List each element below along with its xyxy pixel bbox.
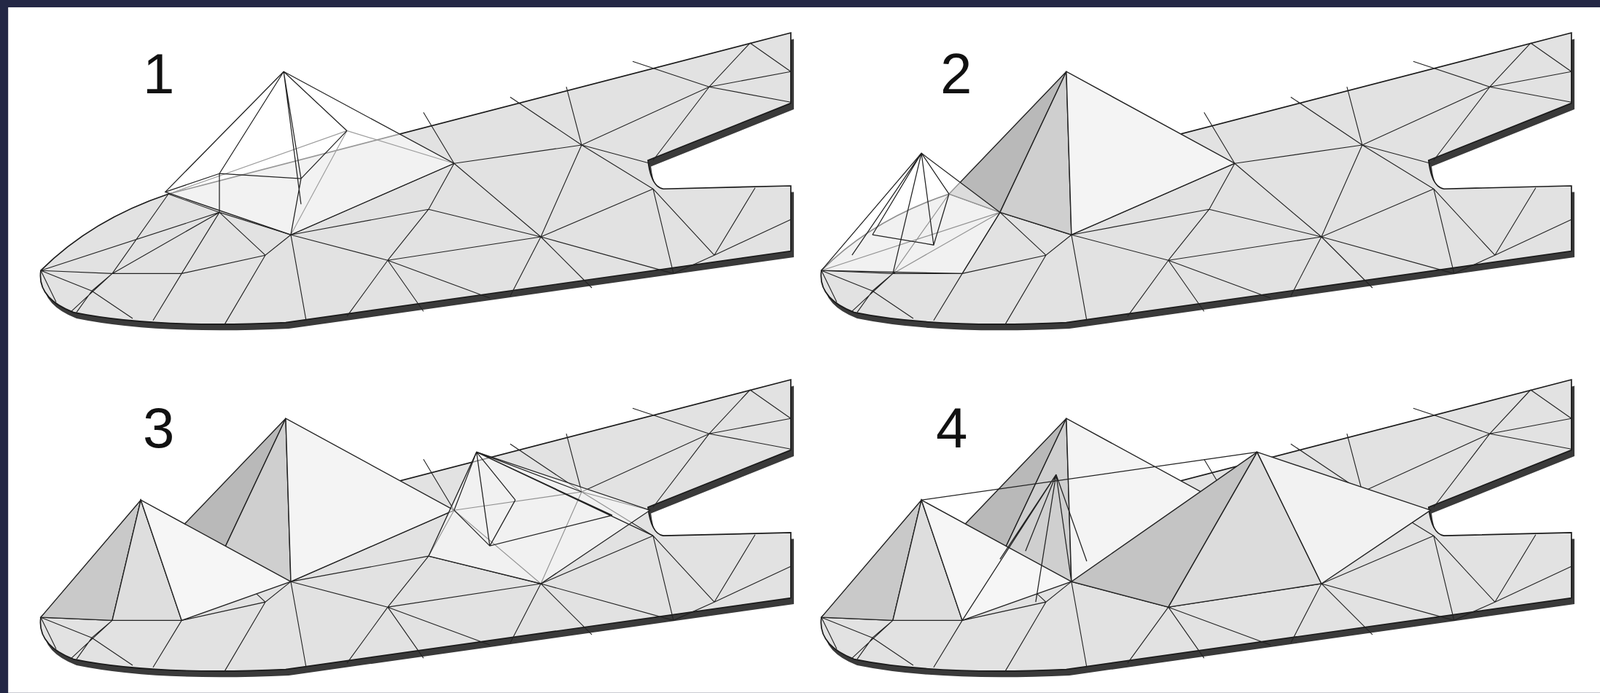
wire-pyramid bbox=[165, 71, 455, 235]
pyramid-face bbox=[1000, 71, 1072, 235]
panel-number: 4 bbox=[935, 399, 968, 457]
wire-pyramid-edges bbox=[454, 451, 654, 546]
panel-number: 3 bbox=[142, 399, 175, 457]
pyramid-face bbox=[1257, 451, 1431, 584]
panel-two bbox=[820, 32, 1575, 331]
wire-pyramid-edges bbox=[921, 451, 1258, 621]
wire-pyramid-edges bbox=[165, 71, 347, 235]
pyramid-face bbox=[285, 418, 455, 582]
white-ground bbox=[8, 7, 1600, 693]
panel-three bbox=[40, 379, 794, 678]
panel-number: 2 bbox=[940, 45, 972, 103]
wire-pyramid-edges bbox=[852, 153, 950, 274]
pyramid-face bbox=[1066, 71, 1235, 235]
panel-four bbox=[820, 379, 1575, 678]
panel-one bbox=[40, 32, 794, 331]
pyramid-face bbox=[140, 500, 291, 621]
panel-number: 1 bbox=[142, 45, 175, 103]
wire-pyramid bbox=[821, 153, 1001, 274]
